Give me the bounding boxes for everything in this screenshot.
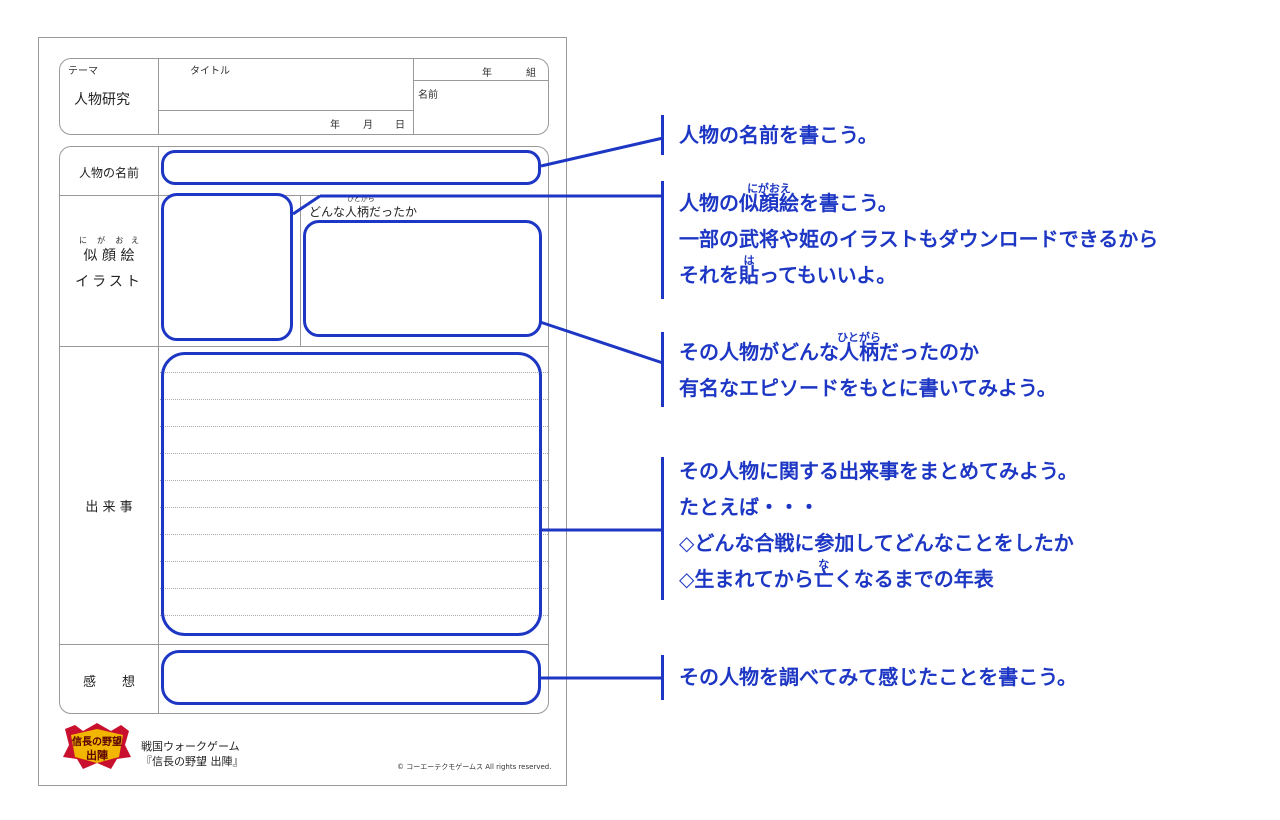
ruby-na-base: 亡 (813, 567, 834, 591)
ruby-nigaoe: にがおえ似顔絵 (739, 182, 799, 221)
callout-personality: その人物がどんなひとがら人柄だったのか 有名なエピソードをもとに書いてみよう。 (679, 331, 1057, 406)
row-divider (60, 195, 548, 196)
ruby-hitogara-text: ひとがら (837, 331, 881, 344)
row-divider (60, 644, 548, 645)
callout-bar-1 (661, 115, 664, 155)
header-block: テーマ 人物研究 タイトル 年 月 日 年 組 名前 (59, 58, 549, 135)
callout-portrait-line1: 人物のにがおえ似顔絵を書こう。 (679, 182, 1158, 221)
personality-kana: ひとがら (347, 195, 375, 203)
header-divider (158, 110, 413, 111)
ruby-ha: は貼 (739, 254, 759, 293)
svg-text:出陣: 出陣 (86, 748, 108, 762)
callout-name: 人物の名前を書こう。 (679, 117, 878, 153)
row-label-name: 人物の名前 (78, 166, 139, 180)
callout-bar-4 (661, 457, 664, 600)
theme-value: 人物研究 (74, 92, 130, 108)
date-month: 月 (363, 120, 373, 131)
callout-portrait-l3-post: ってもいいよ。 (759, 263, 897, 287)
row-divider (60, 346, 548, 347)
callout-impressions: その人物を調べてみて感じたことを書こう。 (679, 659, 1077, 695)
callout-bar-2 (661, 181, 664, 299)
callout-portrait-line2: 一部の武将や姫のイラストもダウンロードできるから (679, 227, 1159, 251)
callout-portrait-line3: それをは貼ってもいいよ。 (679, 254, 1158, 293)
row-label-impressions: 感 想 (82, 675, 135, 690)
ruled-line (160, 588, 548, 589)
kana-o: お (115, 236, 124, 245)
callout-personality-line1: その人物がどんなひとがら人柄だったのか (679, 331, 1057, 370)
ruled-line (160, 561, 548, 562)
class-group: 組 (526, 68, 536, 79)
row-label-illust: イラスト (75, 274, 143, 290)
highlight-name-box (161, 150, 541, 185)
callout-portrait-post: を書こう。 (799, 191, 898, 215)
callout-impressions-text: その人物を調べてみて感じたことを書こう。 (679, 665, 1077, 689)
header-divider (413, 80, 548, 81)
game-title-line1: 戦国ウォークゲーム (141, 740, 240, 753)
date-day: 日 (395, 120, 405, 131)
column-divider (158, 147, 159, 713)
callout-portrait-l3-pre: それを (679, 263, 739, 287)
highlight-personality-box (303, 220, 542, 337)
name-label: 名前 (418, 90, 438, 101)
ruled-line (160, 399, 548, 400)
copyright: © コーエーテクモゲームス All rights reserved. (397, 763, 552, 771)
ruled-line (160, 372, 548, 373)
highlight-portrait-box (161, 193, 293, 341)
nobunaga-logo: 信長の野望 出陣 (63, 723, 131, 769)
callout-events-line2: たとえば・・・ (679, 495, 819, 519)
kana-ga: が (97, 236, 106, 245)
callout-bar-3 (661, 332, 664, 407)
ruby-nigaoe-text: にがおえ (747, 182, 791, 195)
row-label-portrait: 似 顔 絵 (83, 248, 135, 264)
header-divider (413, 59, 414, 134)
kana-ni: に (79, 236, 87, 245)
callout-personality-line2: 有名なエピソードをもとに書いてみよう。 (679, 376, 1057, 400)
callout-events-line1: その人物に関する出来事をまとめてみよう。 (679, 459, 1078, 483)
ruled-line (160, 426, 548, 427)
callout-portrait-pre: 人物の (679, 191, 739, 215)
ruby-na-text: な (818, 558, 830, 571)
title-label: タイトル (190, 66, 230, 77)
callout-events: その人物に関する出来事をまとめてみよう。 たとえば・・・ ◇どんな合戦に参加して… (679, 453, 1078, 597)
ruby-hitogara-base: 人柄 (839, 340, 879, 364)
highlight-impressions-box (161, 650, 541, 705)
svg-text:信長の野望: 信長の野望 (72, 735, 122, 748)
ruled-line (160, 453, 548, 454)
callout-portrait: 人物のにがおえ似顔絵を書こう。 一部の武将や姫のイラストもダウンロードできるから… (679, 182, 1159, 293)
callout-name-text: 人物の名前を書こう。 (679, 123, 878, 147)
date-year: 年 (330, 120, 340, 131)
ruby-ha-text: は (743, 254, 755, 267)
callout-personality-pre: その人物がどんな (679, 340, 839, 364)
ruled-line (160, 507, 548, 508)
kana-e: え (130, 236, 139, 245)
worksheet: テーマ 人物研究 タイトル 年 月 日 年 組 名前 人物の名前 に が お え… (38, 37, 567, 786)
portrait-kana: に が お え (60, 235, 158, 246)
callout-events-l4-post: くなるまでの年表 (833, 567, 994, 591)
callout-events-line4: ◇生まれてからな亡くなるまでの年表 (679, 558, 1078, 597)
callout-bar-5 (661, 655, 664, 700)
callout-personality-post: だったのか (879, 340, 979, 364)
row-label-events: 出 来 事 (85, 500, 133, 515)
callout-events-line3: ◇どんな合戦に参加してどんなことをしたか (679, 531, 1074, 555)
personality-label: どんな人柄だったか (309, 205, 418, 219)
ruled-line (160, 534, 548, 535)
ruby-na: な亡 (813, 558, 834, 597)
ruby-hitogara: ひとがら人柄 (837, 331, 881, 370)
class-year: 年 (482, 68, 492, 79)
callout-events-l4-pre: ◇生まれてから (679, 567, 814, 591)
theme-label: テーマ (68, 66, 98, 77)
ruby-nigaoe-base: 似顔絵 (739, 191, 799, 215)
header-divider (158, 59, 159, 134)
highlight-events-box (161, 352, 542, 636)
game-title-line2: 『信長の野望 出陣』 (141, 755, 244, 768)
ruby-ha-base: 貼 (739, 263, 759, 287)
ruled-line (160, 480, 548, 481)
column-divider (300, 195, 301, 346)
ruled-line (160, 615, 548, 616)
